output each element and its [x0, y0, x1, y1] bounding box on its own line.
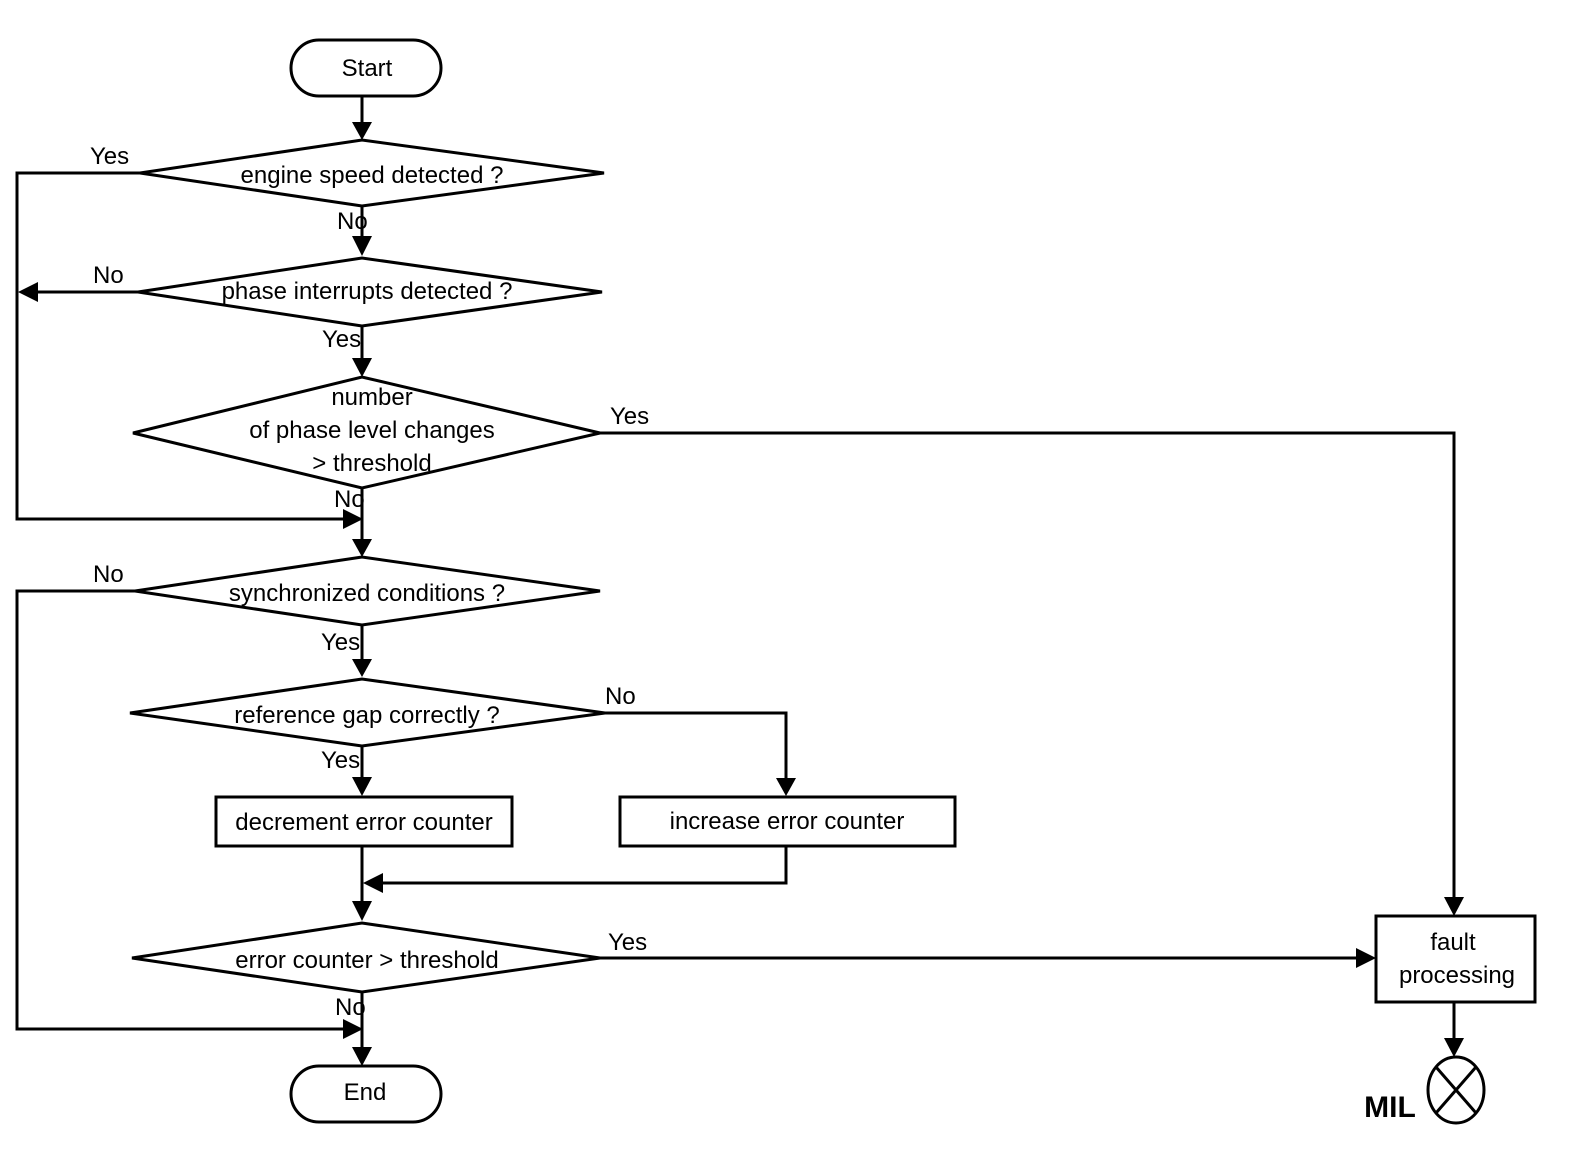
phase-level-line3: > threshold	[312, 450, 431, 477]
process-decrement	[214, 795, 514, 848]
increase-label: increase error counter	[670, 808, 905, 835]
edge-label-texts: Yes No No Yes Yes No No Yes No Yes Yes N…	[90, 143, 649, 1021]
err-yes-label: Yes	[608, 929, 647, 956]
arrow-into-inc	[776, 778, 796, 796]
process-fault	[1374, 914, 1537, 1004]
mil-cross-2	[1434, 1066, 1478, 1114]
phase-level-line1: number	[331, 384, 412, 411]
phase-int-yes-label: Yes	[322, 326, 361, 353]
decision-phase-level	[132, 375, 601, 490]
edge-sync-no-loop	[15, 589, 345, 1031]
end-label: End	[344, 1079, 387, 1106]
edge-engine-yes-loop	[15, 171, 345, 521]
ref-yes-label: Yes	[321, 747, 360, 774]
arrow-into-level	[352, 358, 372, 377]
arrow-into-err	[352, 901, 372, 921]
end-terminal	[289, 1064, 443, 1124]
arrowheads	[18, 122, 1464, 1066]
sync-label: synchronized conditions ?	[229, 580, 505, 607]
error-counter-label: error counter > threshold	[235, 947, 498, 974]
engine-no-label: No	[337, 208, 368, 235]
arrow-into-end	[352, 1047, 372, 1066]
arrow-phase-no	[18, 282, 38, 302]
arrow-into-fault	[1444, 897, 1464, 916]
process-increase	[618, 795, 957, 848]
shapes	[129, 38, 1537, 1125]
fault-line1: fault	[1430, 929, 1476, 956]
edge-level-yes-fault	[597, 431, 1456, 899]
decision-engine-speed	[139, 138, 605, 208]
decision-sync	[134, 555, 601, 627]
ref-no-label: No	[605, 683, 636, 710]
start-terminal	[289, 38, 443, 98]
arrow-into-dec	[352, 777, 372, 796]
arrow-err-fault	[1356, 948, 1376, 968]
edge-inc-merge	[381, 846, 788, 885]
edge-ref-no	[597, 711, 788, 780]
arrow-into-ref	[352, 659, 372, 677]
phase-level-yes-label: Yes	[610, 403, 649, 430]
arrow-merge-2	[343, 1019, 363, 1039]
phase-level-line2: of phase level changes	[249, 417, 495, 444]
decision-reference-gap	[129, 677, 606, 748]
phase-level-no-label: No	[334, 486, 365, 513]
arrow-into-sync	[352, 539, 372, 557]
sync-yes-label: Yes	[321, 629, 360, 656]
arrow-into-engine	[352, 122, 372, 140]
engine-speed-label: engine speed detected ?	[241, 162, 504, 189]
arrow-into-phase	[352, 236, 372, 256]
reference-gap-label: reference gap correctly ?	[234, 702, 499, 729]
fault-line2: processing	[1399, 962, 1515, 989]
decision-phase-interrupts	[137, 256, 603, 328]
err-no-label: No	[335, 994, 366, 1021]
sync-no-label: No	[93, 561, 124, 588]
start-label: Start	[342, 55, 393, 82]
phase-int-no-label: No	[93, 262, 124, 289]
engine-yes-label: Yes	[90, 143, 129, 170]
decision-error-counter	[131, 921, 601, 994]
node-texts: Start engine speed detected ? phase inte…	[222, 55, 1515, 1124]
decrement-label: decrement error counter	[235, 809, 492, 836]
arrow-merge-inc	[363, 873, 383, 893]
connectors	[15, 96, 1456, 1049]
mil-label: MIL	[1364, 1091, 1416, 1124]
arrow-merge-1	[343, 509, 363, 529]
arrow-into-mil	[1444, 1038, 1464, 1057]
phase-interrupts-label: phase interrupts detected ?	[222, 278, 513, 305]
